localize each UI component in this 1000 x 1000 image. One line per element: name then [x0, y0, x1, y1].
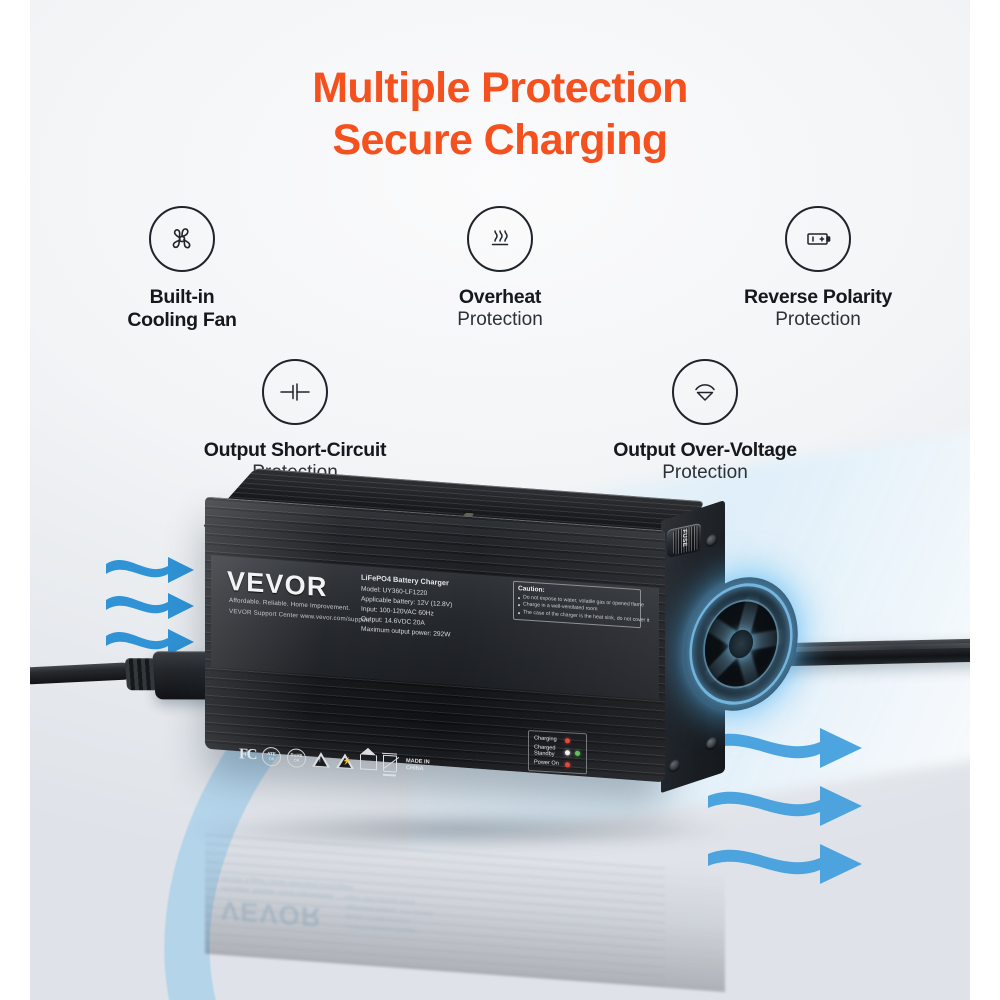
feature-title: Built-in [149, 286, 215, 308]
feature-subtitle: Protection [457, 308, 543, 330]
page-title: Multiple Protection Secure Charging [30, 62, 970, 167]
over-voltage-gauge-icon [672, 359, 738, 426]
cable-strain-relief [124, 658, 163, 691]
feature-subtitle: Protection [252, 462, 338, 484]
feature-title: Overheat [458, 286, 542, 308]
battery-polarity-icon [785, 206, 851, 272]
feature-subtitle: Protection [775, 308, 861, 330]
content-panel: Multiple Protection Secure Charging [30, 0, 970, 1000]
feature-subtitle: Protection [662, 462, 748, 484]
ac-power-cord [30, 645, 220, 708]
airflow-arrows-intake [102, 548, 232, 665]
vevor-logo: VEVOR [227, 565, 328, 603]
feature-list: Built-in Cooling Fan Overheat Protection [30, 206, 970, 485]
feature-title-line2: Cooling Fan [127, 308, 237, 331]
background-diagonal-glow [410, 420, 970, 850]
heat-waves-icon [467, 206, 533, 272]
feature-reverse-polarity: Reverse Polarity Protection [718, 206, 918, 331]
headline-line-1: Multiple Protection [312, 64, 688, 112]
feature-over-voltage: Output Over-Voltage Protection [555, 359, 855, 484]
headline-line-2: Secure Charging [332, 116, 668, 165]
feature-row-1: Built-in Cooling Fan Overheat Protection [30, 206, 970, 331]
feature-title: Reverse Polarity [743, 286, 893, 308]
ac-inlet-plug [152, 651, 220, 700]
cooling-fan-icon [149, 206, 215, 272]
feature-overheat: Overheat Protection [400, 206, 600, 331]
brand-tagline: Affordable. Reliable. Home Improvement. [229, 596, 351, 612]
feature-title: Output Short-Circuit [203, 439, 387, 462]
feature-title: Output Over-Voltage [613, 439, 797, 462]
feature-cooling-fan: Built-in Cooling Fan [82, 206, 282, 331]
power-cable [30, 662, 133, 685]
feature-short-circuit: Output Short-Circuit Protection [145, 359, 445, 484]
feature-row-2: Output Short-Circuit Protection Output O… [30, 359, 970, 484]
short-circuit-icon [262, 359, 328, 426]
